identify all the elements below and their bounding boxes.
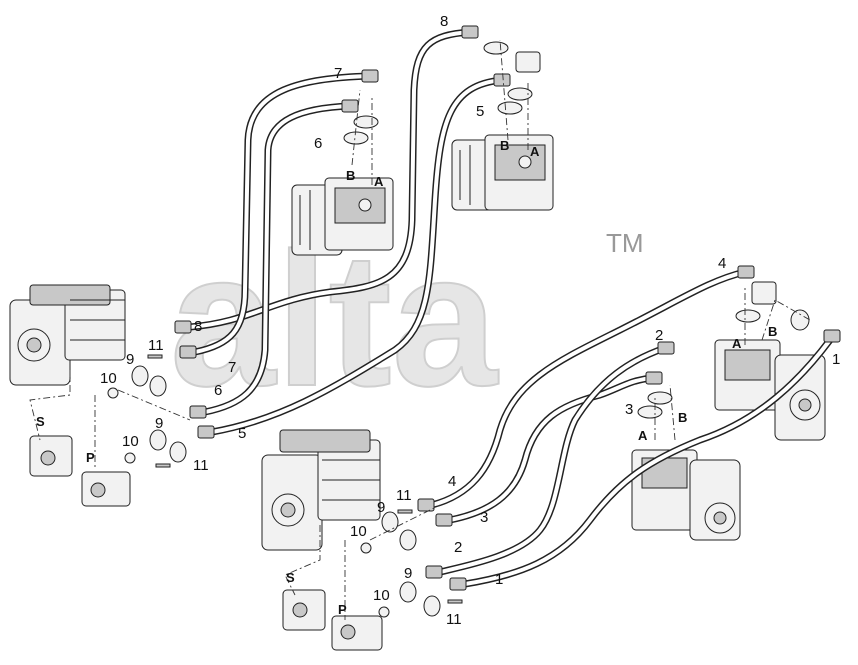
callout-oring-2: 10	[122, 433, 139, 450]
port-b-lower-right: B	[678, 410, 687, 425]
motor-upper-right	[451, 134, 554, 211]
suction-pressure-blocks	[29, 435, 383, 651]
callout-oring-3: 10	[350, 523, 367, 540]
motor-upper-left	[291, 177, 394, 256]
callout-hose-7-left: 7	[228, 359, 236, 376]
callout-oring-4: 10	[373, 587, 390, 604]
callout-bolt-3: 11	[396, 487, 412, 504]
callout-hose-5-top: 5	[476, 103, 484, 120]
motor-right-middle	[714, 339, 826, 441]
port-a-upper-left: A	[374, 174, 384, 189]
pump-upper-left	[9, 284, 126, 386]
callout-hose-7-top: 7	[334, 65, 342, 82]
port-a-upper-right: A	[530, 144, 540, 159]
callout-flange-3: 9	[377, 499, 385, 516]
port-b-upper-left: B	[346, 168, 355, 183]
callout-hose-4-left: 4	[448, 473, 456, 490]
callout-bolt-1: 11	[148, 337, 164, 354]
pump-lower-middle	[261, 429, 381, 551]
fitting-callouts: 9 11 10 9 10 11 9 11 10 9 10 11	[100, 337, 462, 628]
watermark-trademark: TM	[606, 228, 644, 258]
callout-flange-2: 9	[155, 415, 163, 432]
port-b-right: B	[768, 324, 777, 339]
port-p-left: P	[86, 450, 95, 465]
fittings	[107, 41, 810, 618]
callout-flange-4: 9	[404, 565, 412, 582]
callout-hose-4-right: 4	[718, 255, 726, 272]
port-s-middle: S	[286, 570, 295, 585]
port-s-left: S	[36, 414, 45, 429]
callout-flange-1: 9	[126, 351, 134, 368]
callout-bolt-4: 11	[446, 611, 462, 628]
callout-hose-8-left: 8	[194, 318, 202, 335]
motor-lower-right	[631, 449, 741, 541]
callout-hose-2-left: 2	[454, 539, 462, 556]
callout-hose-2-right: 2	[655, 327, 663, 344]
port-a-right: A	[732, 336, 742, 351]
hose-callouts: 1 1 2 2 3 3 4 4 5 5 6 6 7 7 8 8	[194, 13, 840, 588]
callout-hose-1-left: 1	[495, 571, 503, 588]
callout-bolt-2: 11	[193, 457, 209, 474]
callout-hose-3-left: 3	[480, 509, 488, 526]
callout-hose-6-top: 6	[314, 135, 322, 152]
port-p-middle: P	[338, 602, 347, 617]
hoses	[186, 28, 834, 588]
hose-ends	[174, 25, 841, 591]
port-labels: B A B A A B A B S P S P	[36, 138, 777, 617]
callout-hose-5-left: 5	[238, 425, 246, 442]
port-a-lower-right: A	[638, 428, 648, 443]
callout-oring-1: 10	[100, 370, 117, 387]
port-b-upper-right: B	[500, 138, 509, 153]
leader-lines	[29, 39, 811, 620]
callout-hose-3-right: 3	[625, 401, 633, 418]
callout-hose-8-top: 8	[440, 13, 448, 30]
callout-hose-1-right: 1	[832, 351, 840, 368]
callout-hose-6-left: 6	[214, 382, 222, 399]
